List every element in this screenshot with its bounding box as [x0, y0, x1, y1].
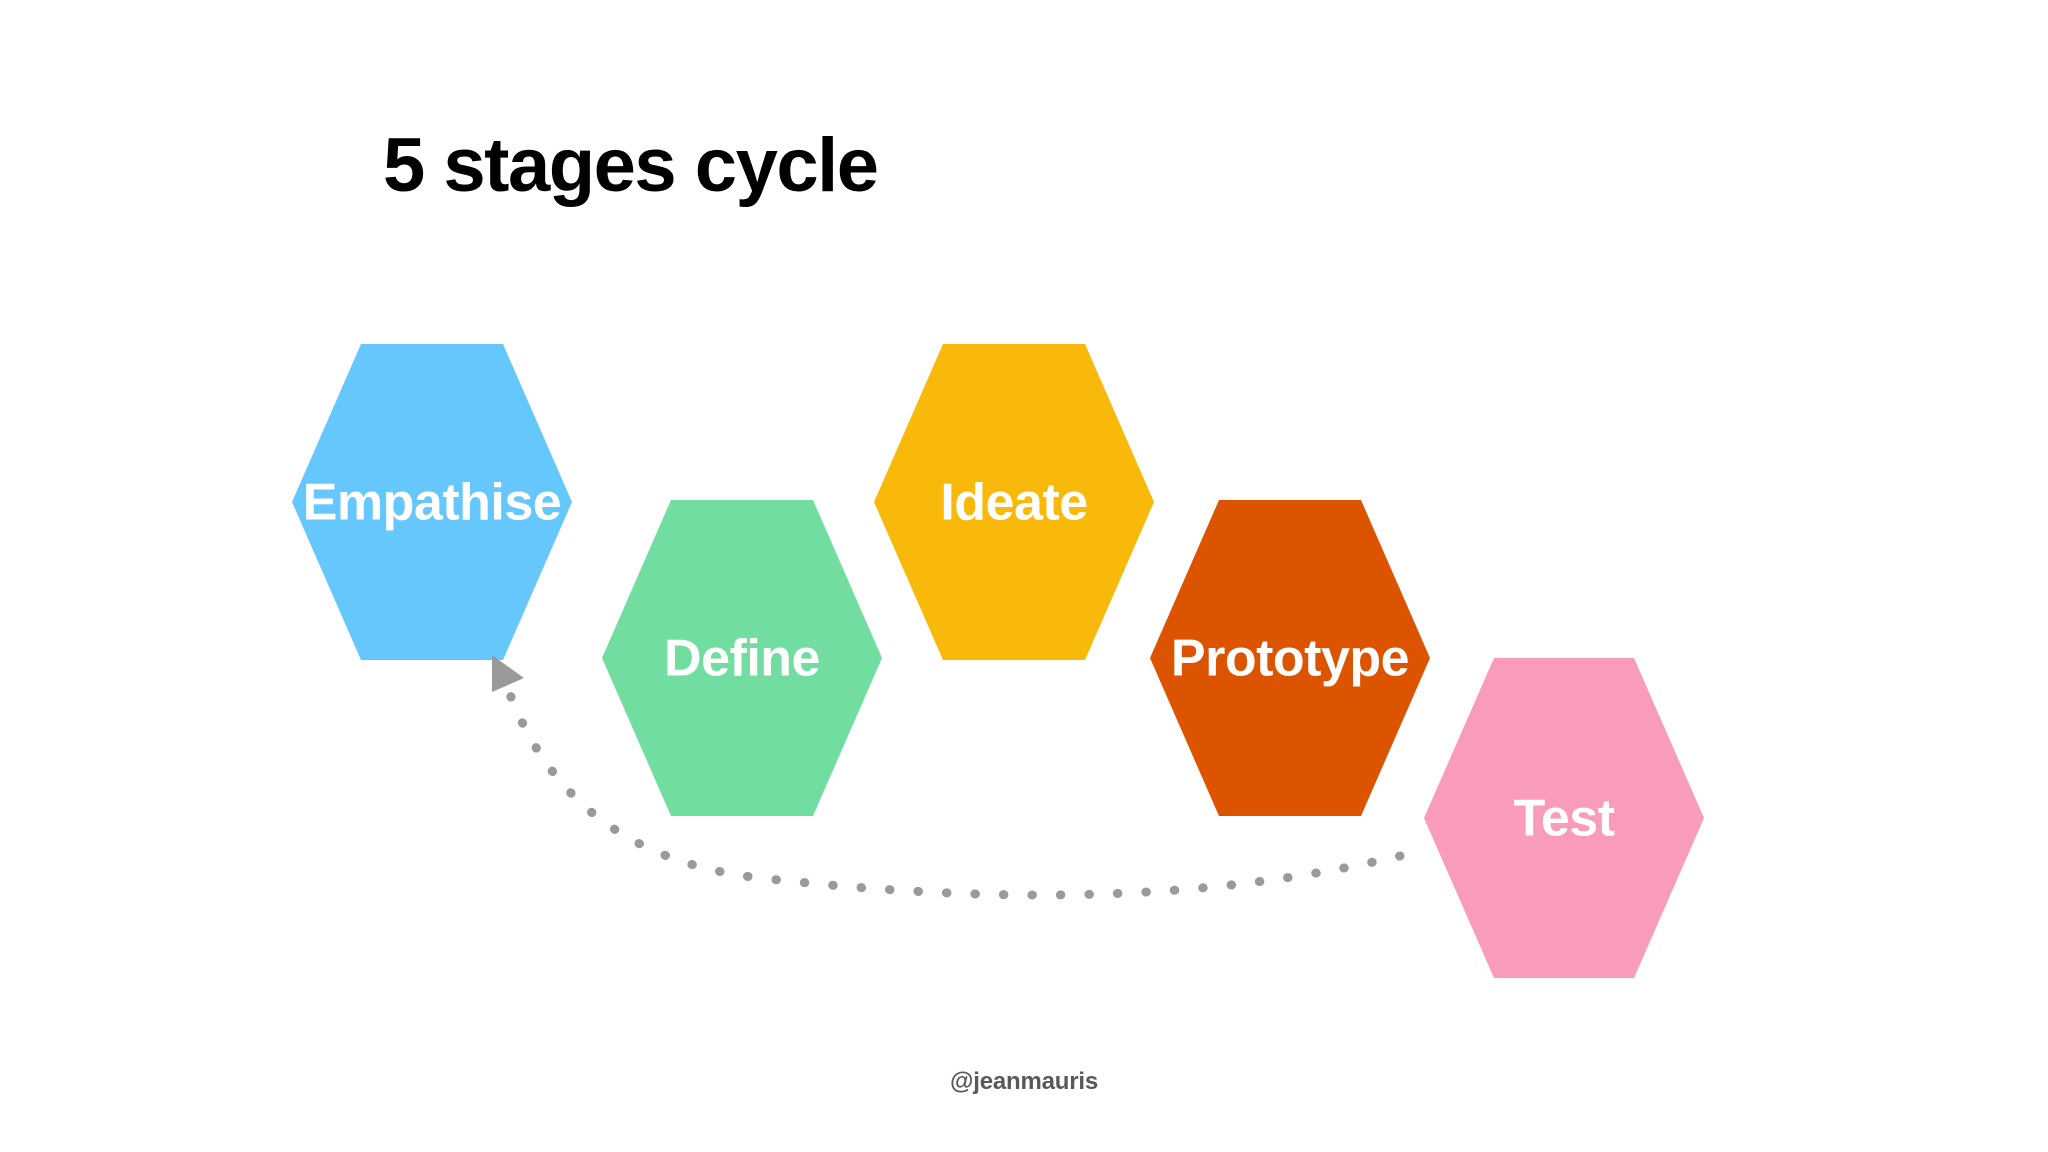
- hex-shape-prototype: [1150, 500, 1430, 816]
- hex-stage-prototype[interactable]: Prototype: [1144, 494, 1436, 822]
- hex-stage-ideate[interactable]: Ideate: [868, 338, 1160, 666]
- hex-label-ideate: Ideate: [940, 474, 1087, 532]
- author-handle: @jeanmauris: [950, 1068, 1098, 1095]
- hex-shape-ideate: [874, 344, 1154, 660]
- hex-shape-test: [1424, 658, 1704, 978]
- hex-label-test: Test: [1513, 790, 1614, 848]
- feedback-arrowhead-icon: [492, 655, 524, 692]
- feedback-arrow-path: [497, 667, 1405, 900]
- page-title: 5 stages cycle: [383, 123, 879, 208]
- hex-shape-empathise: [292, 344, 572, 660]
- hex-stage-test[interactable]: Test: [1424, 658, 1704, 978]
- hex-stage-define[interactable]: Define: [596, 494, 888, 822]
- hex-shape-define: [602, 500, 882, 816]
- hex-stage-empathise[interactable]: Empathise: [286, 338, 578, 666]
- hex-label-empathise: Empathise: [303, 474, 561, 532]
- hex-label-define: Define: [664, 630, 820, 688]
- hex-label-prototype: Prototype: [1171, 630, 1409, 688]
- feedback-arrow: [492, 655, 1405, 900]
